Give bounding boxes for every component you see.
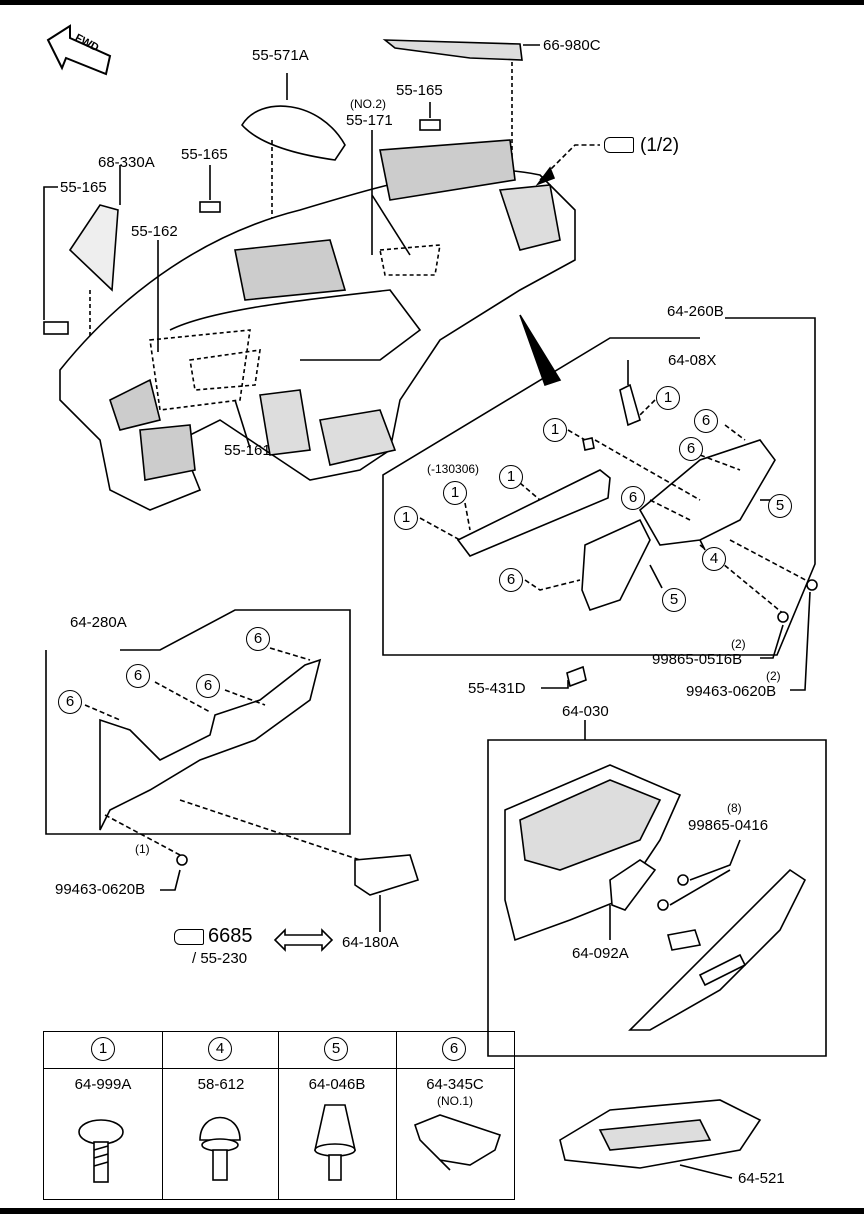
callout-6-a: 6 (694, 409, 718, 433)
legend-column-divider (278, 1032, 397, 1199)
part-label-64-030: 64-030 (562, 703, 609, 720)
legend-part-64-046B: 64-046B (308, 1076, 366, 1093)
part-label-55-161: 55-161 (224, 442, 271, 459)
qty-99865-0516B: (2) (731, 637, 746, 651)
part-label-55-165-top: 55-165 (396, 82, 443, 99)
legend-callout-1: 1 (91, 1037, 115, 1061)
legend-callout-4: 4 (208, 1037, 232, 1061)
callout-1-d: 1 (443, 481, 467, 505)
qty-99463-0620B-b: (1) (135, 842, 150, 856)
callout-6-b: 6 (679, 437, 703, 461)
callout-5-a: 5 (768, 494, 792, 518)
top-border-bar (0, 0, 864, 5)
part-label-64-260B: 64-260B (667, 303, 724, 320)
part-label-66-980C: 66-980C (543, 37, 601, 54)
screw-icon (78, 1119, 124, 1183)
part-label-99865-0416: 99865-0416 (688, 817, 769, 834)
reference-55-230: / 55-230 (192, 950, 248, 967)
part-label-no2: (NO.2) (350, 97, 386, 111)
callout-6-e: 6 (246, 627, 270, 651)
callout-1-c: 1 (499, 465, 523, 489)
bumper-icon (314, 1104, 356, 1181)
clip-icon (414, 1114, 502, 1171)
callout-6-c: 6 (621, 486, 645, 510)
part-label-64-092A: 64-092A (572, 945, 629, 962)
part-label-68-330A: 68-330A (98, 154, 155, 171)
bottom-border-bar (0, 1208, 864, 1214)
part-label-55-571A: 55-571A (252, 47, 309, 64)
page-reference: (1/2) (640, 135, 680, 156)
fastener-legend-table: 1 4 5 6 64-999A 58-612 64-046B 64-345C (… (43, 1031, 515, 1200)
legend-callout-5: 5 (324, 1037, 348, 1061)
callout-1-b: 1 (543, 418, 567, 442)
legend-part-58-612: 58-612 (197, 1076, 245, 1093)
grommet-icon (199, 1116, 241, 1181)
callout-1-e: 1 (394, 506, 418, 530)
part-label-99463-0620B-b: 99463-0620B (55, 881, 146, 898)
legend-column-divider (44, 1032, 163, 1199)
part-label-99865-0516B: 99865-0516B (652, 651, 743, 668)
date-code-label: (-130306) (427, 462, 480, 476)
part-label-64-08X: 64-08X (668, 352, 717, 369)
part-label-64-521: 64-521 (738, 1170, 785, 1187)
legend-column-divider (162, 1032, 279, 1199)
fwd-arrow-icon (46, 24, 112, 76)
hand-pointer-icon (604, 137, 634, 153)
part-label-55-431D: 55-431D (468, 680, 526, 697)
callout-6-d: 6 (499, 568, 523, 592)
reference-6685: 6685 (208, 925, 253, 947)
part-label-64-280A: 64-280A (70, 614, 127, 631)
legend-part-64-345C: 64-345C (426, 1076, 484, 1093)
legend-part-64-999A: 64-999A (74, 1076, 132, 1093)
part-label-99463-0620B: 99463-0620B (686, 683, 777, 700)
legend-sub-no1: (NO.1) (437, 1094, 473, 1108)
part-label-55-165-left: 55-165 (60, 179, 107, 196)
qty-99463-0620B: (2) (766, 669, 781, 683)
legend-header-row (44, 1032, 514, 1069)
part-label-64-180A: 64-180A (342, 934, 399, 951)
callout-1-a: 1 (656, 386, 680, 410)
part-label-55-165-mid: 55-165 (181, 146, 228, 163)
legend-callout-6: 6 (442, 1037, 466, 1061)
qty-99865-0416: (8) (727, 801, 742, 815)
part-label-55-171: 55-171 (346, 112, 393, 129)
hand-pointer-icon-6685 (174, 929, 204, 945)
callout-4: 4 (702, 547, 726, 571)
callout-6-g: 6 (196, 674, 220, 698)
callout-6-h: 6 (58, 690, 82, 714)
part-label-55-162: 55-162 (131, 223, 178, 240)
callout-5-b: 5 (662, 588, 686, 612)
callout-6-f: 6 (126, 664, 150, 688)
